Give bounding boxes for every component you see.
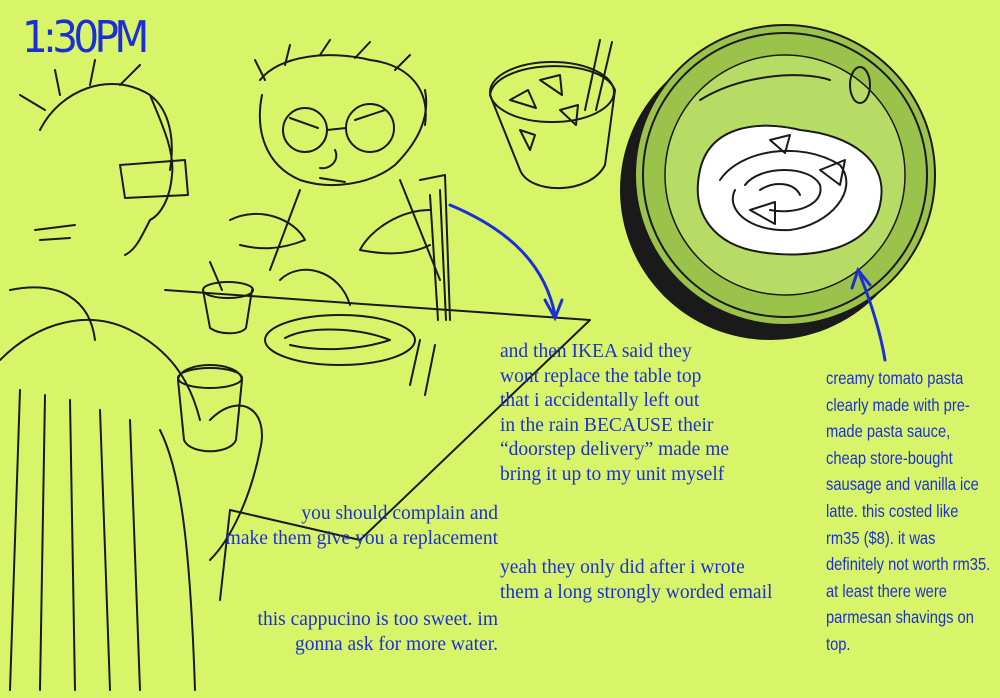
email-dialogue: yeah they only did after i wrote them a …	[500, 557, 773, 603]
cappuccino-dialogue: this cappucino is too sweet. im gonna as…	[257, 609, 498, 655]
ikea-dialogue: and then IKEA said they wont replace the…	[500, 341, 730, 485]
pasta-note: creamy tomato pasta clearly made with pr…	[826, 368, 991, 654]
time-label: 1:30PM	[22, 12, 149, 63]
complain-dialogue: you should complain and make them give y…	[225, 503, 498, 549]
table	[164, 289, 591, 601]
man-figure	[0, 59, 263, 691]
small-drink	[202, 261, 254, 335]
pasta-bowl	[620, 24, 936, 340]
table-plate	[264, 314, 436, 396]
arrow-to-pasta	[858, 273, 887, 362]
arrow-to-table	[448, 203, 557, 317]
iced-drink	[489, 39, 616, 190]
woman-figure	[229, 39, 451, 321]
